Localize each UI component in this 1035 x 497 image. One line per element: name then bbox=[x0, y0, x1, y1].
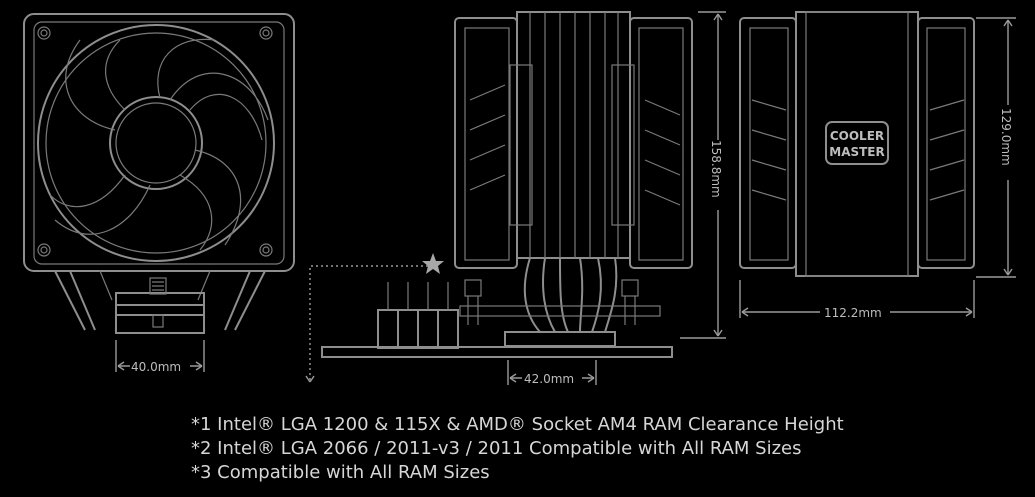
front-view: 40.0mm bbox=[23, 13, 295, 374]
footnote-1: *1 Intel® LGA 1200 & 115X & AMD® Socket … bbox=[191, 414, 844, 435]
dimension-depth: 112.2mm bbox=[824, 306, 882, 320]
footnote-2: *2 Intel® LGA 2066 / 2011-v3 / 2011 Comp… bbox=[191, 438, 802, 459]
footnote-3: *3 Compatible with All RAM Sizes bbox=[191, 462, 490, 483]
dimension-bracket-width: 40.0mm bbox=[131, 360, 181, 374]
heatpipes bbox=[523, 257, 618, 333]
rear-view: COOLER MASTER 112.2mm 129.0mm bbox=[739, 11, 1016, 320]
dimension-total-height: 158.8mm bbox=[709, 140, 723, 198]
logo-text-top: COOLER bbox=[830, 129, 884, 143]
logo-text-bottom: MASTER bbox=[829, 145, 885, 159]
fan-blades bbox=[49, 38, 269, 251]
side-view: 42.0mm 158.8mm bbox=[305, 11, 726, 386]
star-icon bbox=[422, 253, 444, 274]
footnotes: *1 Intel® LGA 1200 & 115X & AMD® Socket … bbox=[191, 413, 844, 485]
cooler-master-logo bbox=[825, 121, 889, 165]
dimension-fan-height: 129.0mm bbox=[999, 108, 1013, 166]
dimension-mount-width: 42.0mm bbox=[524, 372, 574, 386]
